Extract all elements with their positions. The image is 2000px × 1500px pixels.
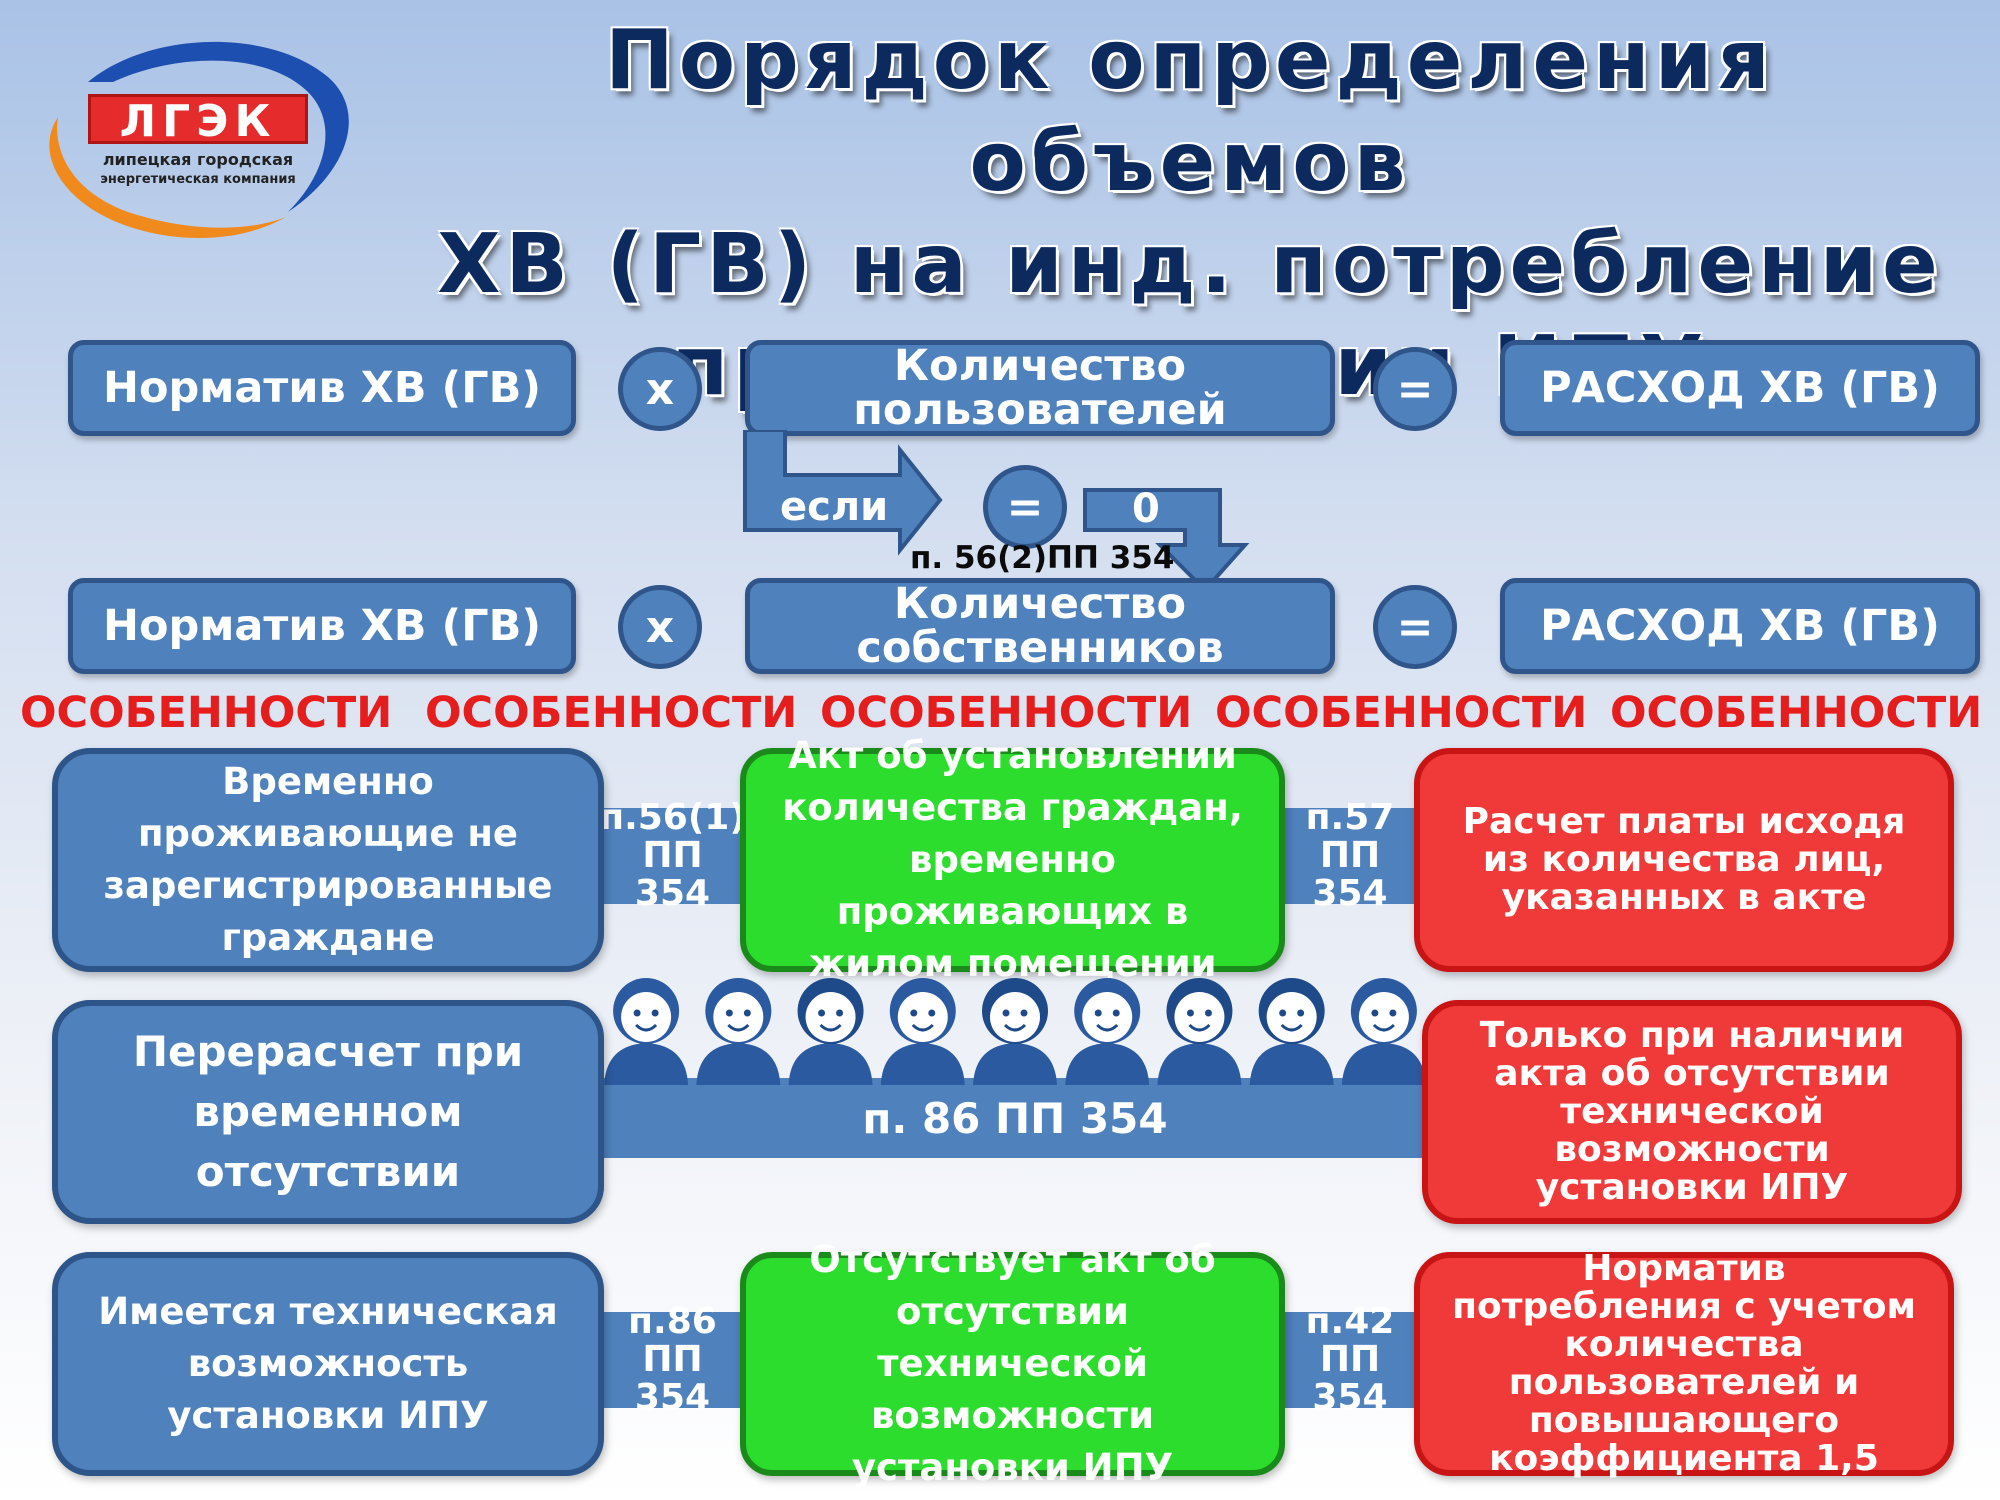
row2-left-box: Перерасчет при временном отсутствии [52,1000,604,1224]
person-icon [973,978,1057,1085]
person-icon [1341,978,1426,1085]
row1-ref2: п.57 ПП 354 [1305,797,1395,914]
person-icon [696,978,781,1085]
multiply-sign-2: х [618,585,702,669]
condition-arrows-icon [743,430,1250,593]
row3-ref1: п.86 ПП 354 [628,1301,717,1418]
norm-box-1: Норматив ХВ (ГВ) [68,340,576,436]
row2-ref: п. 86 ПП 354 [862,1093,1168,1143]
users-count-box: Количество пользователей [745,340,1335,436]
result-box-2: РАСХОД ХВ (ГВ) [1500,578,1980,674]
row1-left-text: Временно проживающие не зарегистрированн… [103,760,553,959]
row3-middle-box: Отсутствует акт об отсутствии техническо… [740,1238,1285,1489]
logo-line1: липецкая городская [102,150,294,169]
person-icon [604,978,689,1085]
title-line-2: ХВ (ГВ) на инд. потребление [437,217,1943,312]
features-label-3: ОСОБЕННОСТИ [820,688,1193,738]
row1-middle-box: Акт об установлении количества граждан, … [740,734,1285,985]
owners-count-box: Количество собственников [745,578,1335,674]
multiply-sign-1: х [618,347,702,431]
row3-right-text: Норматив потребления с учетом количества… [1452,1248,1916,1479]
row3-ref2: п.42 ПП 354 [1305,1301,1395,1418]
equals-sign-1: = [1373,347,1457,431]
row3-left-text: Имеется техническая возможность установк… [98,1290,558,1437]
row1-right-box: Расчет платы исходя из количества лиц, у… [1414,748,1954,972]
condition-ref: п. 56(2)ПП 354 [910,540,1175,576]
result-box-1: РАСХОД ХВ (ГВ) [1500,340,1980,436]
row2-connector: п. 86 ПП 354 [600,1078,1430,1158]
row2-right-box: Только при наличии акта об отсутствии те… [1422,1000,1962,1224]
row3-middle-text: Отсутствует акт об отсутствии техническо… [809,1238,1216,1489]
logo-letters: ЛГЭК [88,94,308,147]
logo-swoosh-icon [49,41,349,238]
person-icon [788,978,873,1085]
person-icon [1249,978,1334,1085]
row2-left-text: Перерасчет при временном отсутствии [132,1027,524,1196]
condition-zero: 0 [1132,486,1160,532]
row1-ref1: п.56(1) ПП 354 [599,797,746,914]
row3-connector-1: п.86 ПП 354 [600,1303,745,1417]
row1-middle-text: Акт об установлении количества граждан, … [782,734,1243,985]
norm-box-2: Норматив ХВ (ГВ) [68,578,576,674]
people-group-icon [604,978,1426,1085]
company-logo: ЛГЭК липецкая городская энергетическая к… [18,22,368,252]
features-label-5: ОСОБЕННОСТИ [1610,688,1983,738]
person-icon [1065,978,1150,1085]
equals-sign-2: = [1373,585,1457,669]
person-icon [1157,978,1242,1085]
equals-zero-sign: = [983,465,1067,549]
row1-left-box: Временно проживающие не зарегистрированн… [52,748,604,972]
row1-connector-2: п.57 ПП 354 [1280,799,1420,913]
row3-connector-2: п.42 ПП 354 [1280,1303,1420,1417]
row3-left-box: Имеется техническая возможность установк… [52,1252,604,1476]
row1-right-text: Расчет платы исходя из количества лиц, у… [1462,801,1906,918]
row2-right-text: Только при наличии акта об отсутствии те… [1479,1015,1905,1208]
title-line-1: Порядок определения объемов [605,13,1775,210]
condition-if-label: если [780,484,889,530]
features-label-1: ОСОБЕННОСТИ [20,688,393,738]
row1-connector-1: п.56(1) ПП 354 [599,799,746,913]
person-icon [880,978,965,1085]
features-label-2: ОСОБЕННОСТИ [425,688,798,738]
features-label-4: ОСОБЕННОСТИ [1215,688,1588,738]
row3-right-box: Норматив потребления с учетом количества… [1414,1248,1954,1479]
logo-line2: энергетическая компания [100,172,296,187]
